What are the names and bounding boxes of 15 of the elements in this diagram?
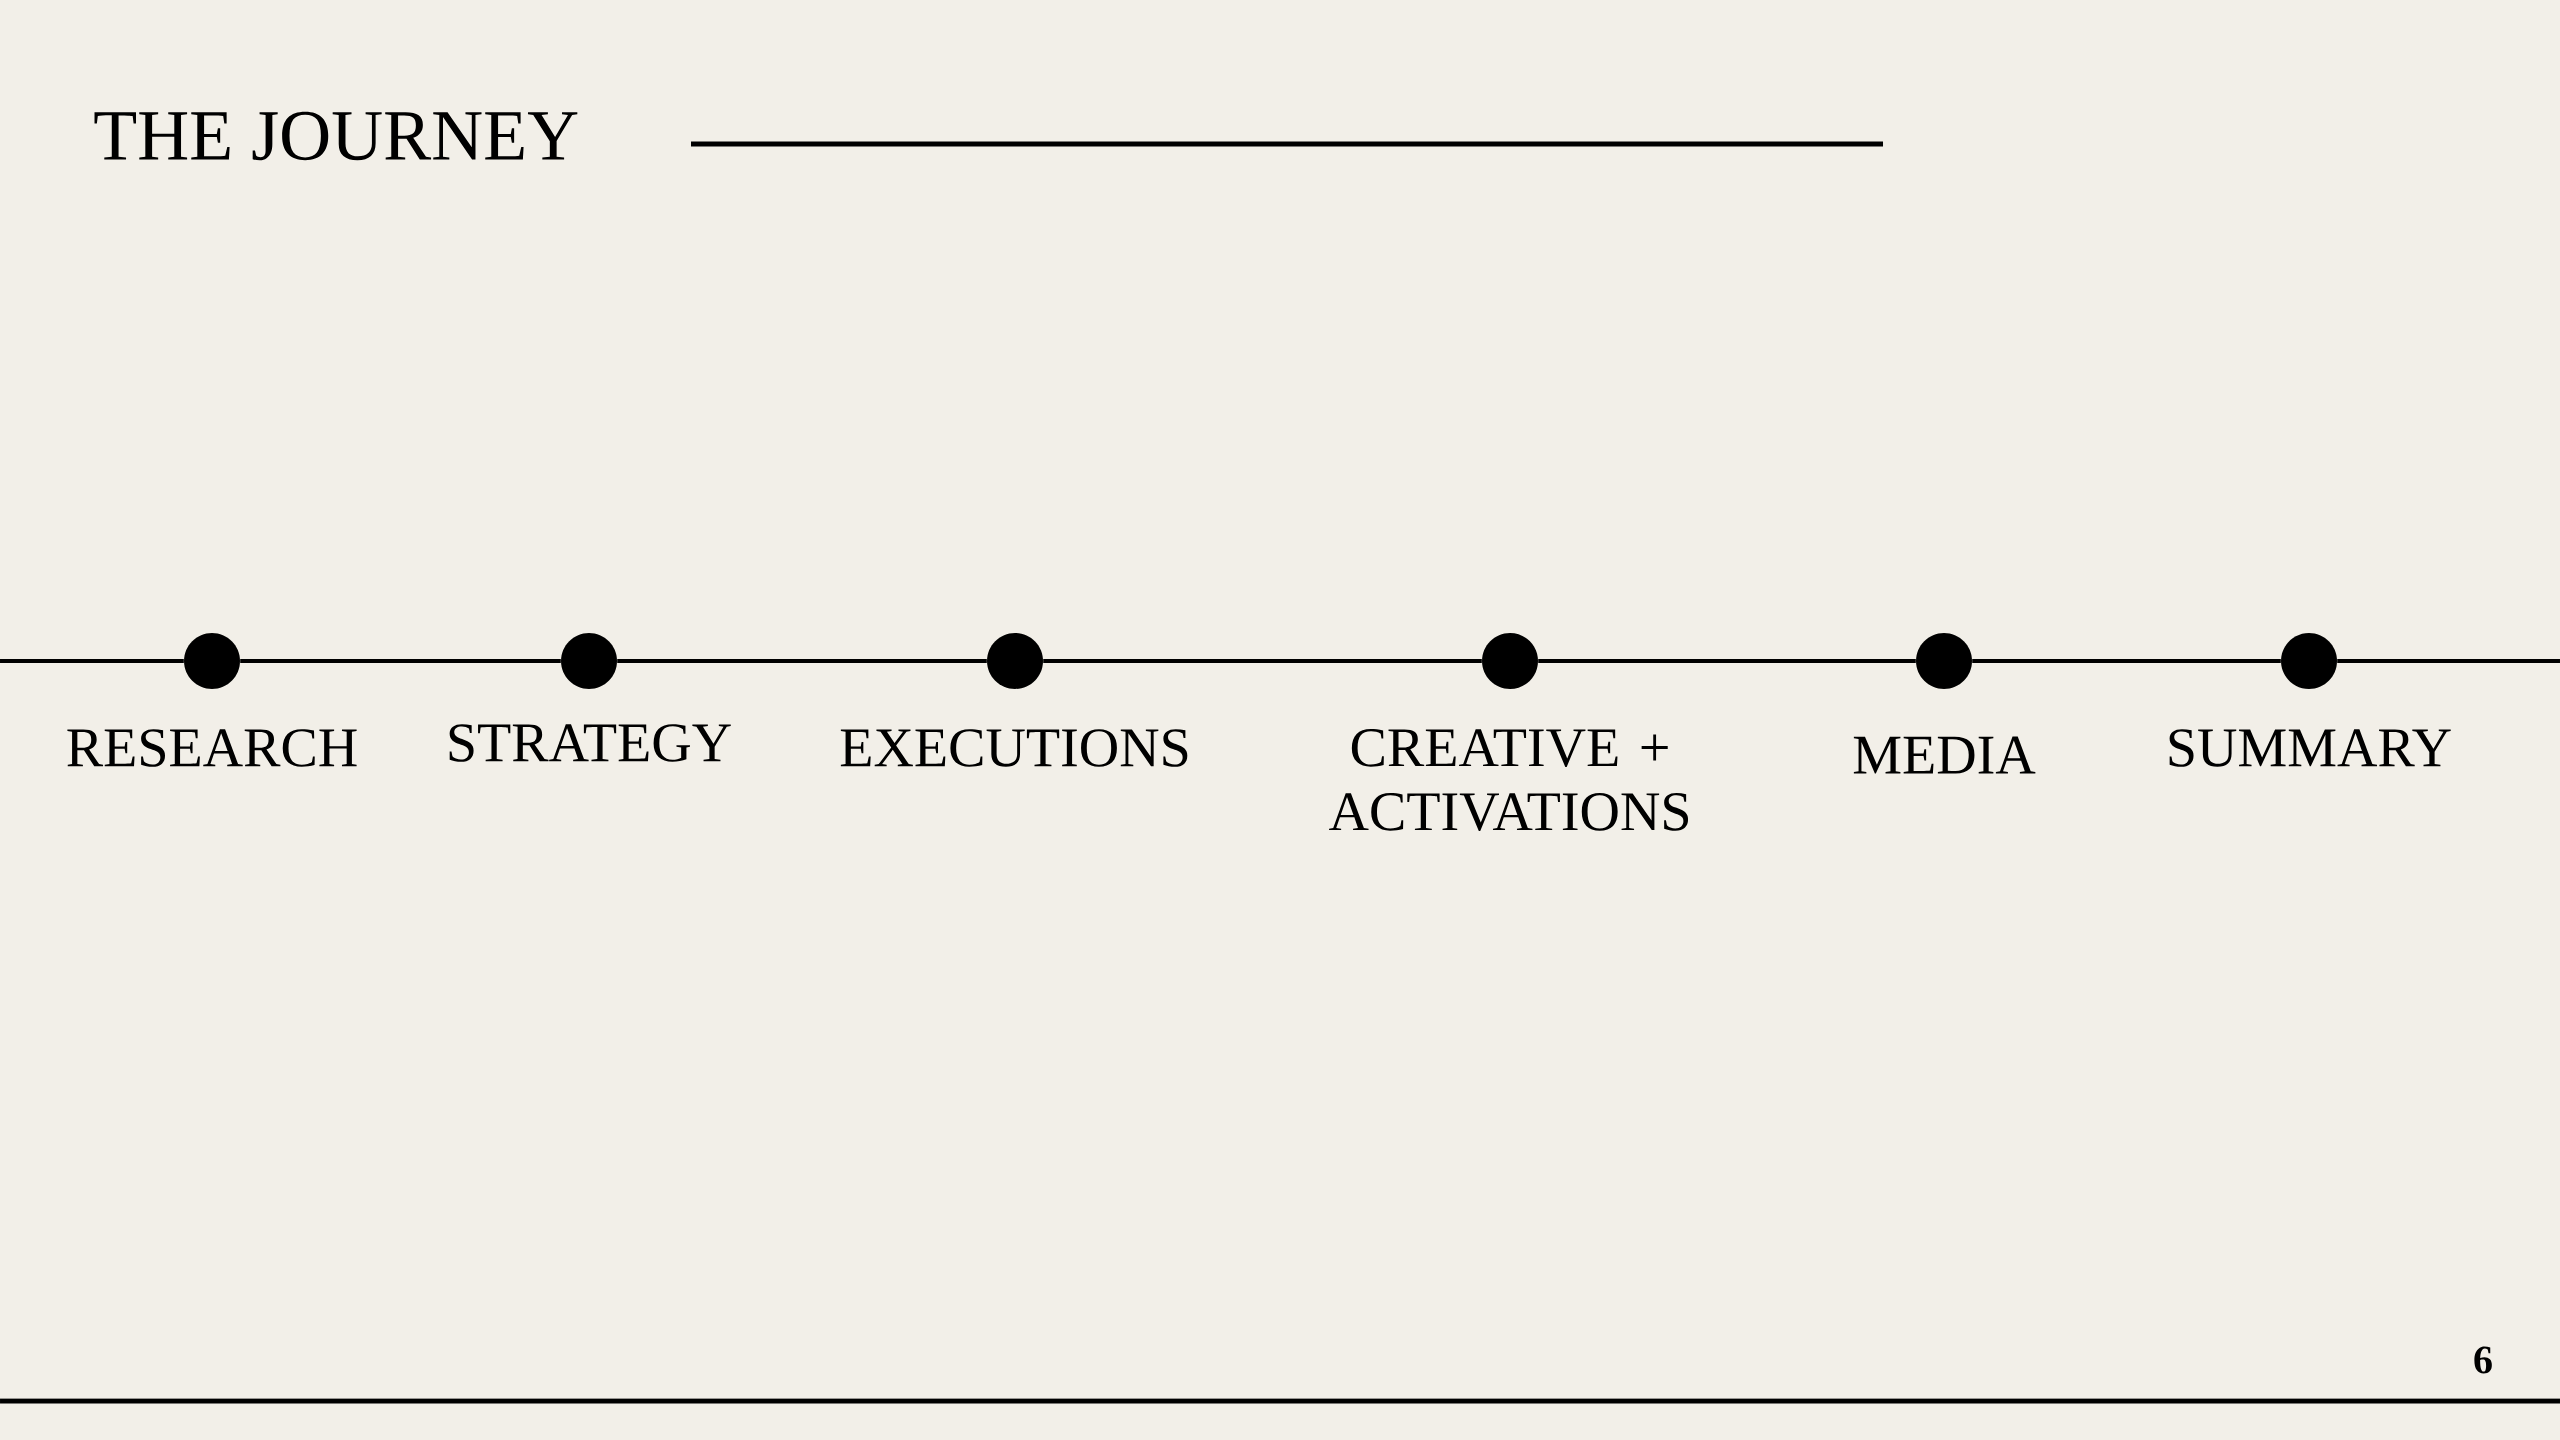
page-number: 6 (2474, 1346, 2492, 1374)
milestone-label: EXECUTIONS (840, 729, 1188, 767)
slide-title: THE JOURNEY (94, 111, 578, 161)
milestone-label: CREATIVE + ACTIVATIONS (1329, 729, 1689, 831)
milestone-label: RESEARCH (67, 729, 357, 767)
milestone-label: MEDIA (1853, 736, 2036, 774)
milestone-label: SUMMARY (2169, 729, 2451, 767)
milestone-label: STRATEGY (449, 724, 731, 762)
timeline-line (1972, 659, 2281, 663)
timeline-line (0, 659, 184, 663)
timeline-line (2337, 659, 2560, 663)
timeline-line (1043, 659, 1482, 663)
timeline-line (617, 659, 987, 663)
timeline-line (1538, 659, 1916, 663)
timeline-line (240, 659, 561, 663)
